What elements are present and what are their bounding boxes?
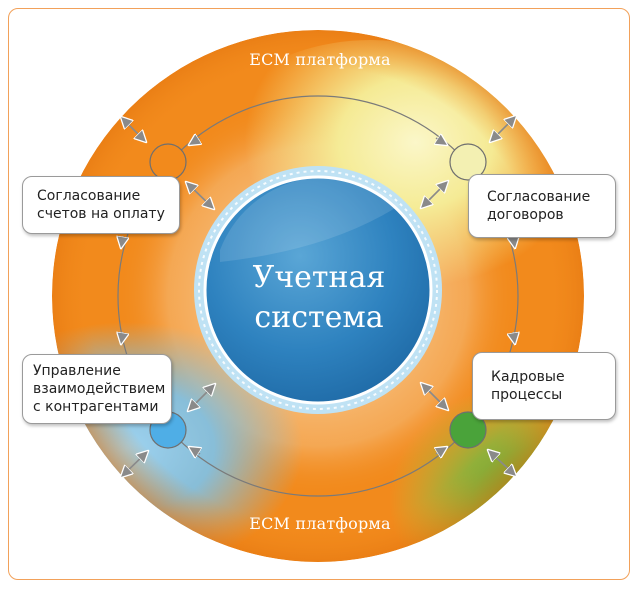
platform-label-top: ECM платформа: [249, 50, 391, 69]
node-box-counterparty-management: Управление взаимодействием с контрагента…: [22, 354, 172, 424]
node-box-line: Управление: [33, 363, 121, 379]
node-box-hr-processes: Кадровые процессы: [472, 352, 616, 420]
node-bottom-right: [449, 411, 487, 449]
node-box-line: процессы: [491, 387, 563, 403]
center-circle: [203, 175, 433, 405]
center-label-line2: система: [254, 300, 384, 335]
node-box-contract-approval: Согласование договоров: [468, 174, 616, 238]
center-label-line1: Учетная: [252, 260, 386, 295]
node-box-invoice-approval: Согласование счетов на оплату: [22, 176, 180, 234]
node-box-line: с контрагентами: [33, 399, 159, 415]
center-label: Учетная система: [200, 258, 438, 338]
platform-label-bottom: ECM платформа: [249, 514, 391, 533]
node-box-line: взаимодействием: [33, 381, 166, 397]
node-box-line: договоров: [487, 207, 564, 223]
node-box-line: Согласование: [487, 189, 591, 205]
node-box-line: счетов на оплату: [37, 206, 165, 222]
node-box-line: Согласование: [37, 188, 141, 204]
connection-arrows: [121, 116, 516, 477]
node-box-line: Кадровые: [491, 369, 565, 385]
node-top-left: [149, 143, 187, 181]
connector-ring: [117, 95, 519, 497]
